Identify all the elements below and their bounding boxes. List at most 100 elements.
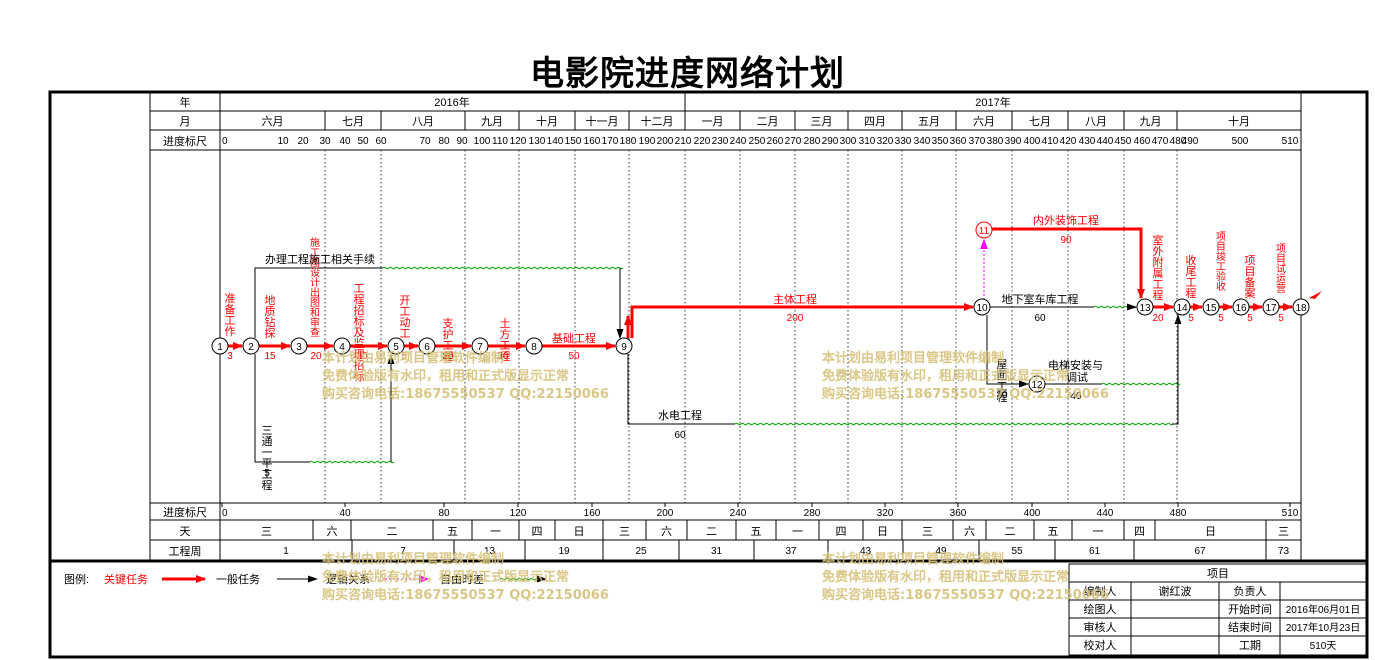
scale-tick-label: 120 [510, 136, 527, 147]
day-label: 四 [532, 526, 543, 538]
node-circle [471, 337, 489, 355]
scale-tick-label: 0 [222, 136, 228, 147]
month-label: 三月 [811, 116, 833, 128]
float-wave [734, 422, 1174, 426]
task-name: 土方工程 [500, 317, 511, 363]
scale-tick-label: 190 [639, 136, 656, 147]
scale-tick-label: 320 [877, 136, 894, 147]
month-label: 十二月 [641, 114, 674, 128]
node-number: 5 [393, 342, 399, 353]
float-wave [1093, 305, 1137, 309]
outer-frame [48, 90, 1369, 659]
scale-tick-label: 400 [1024, 508, 1041, 519]
node-number: 6 [424, 342, 430, 353]
task-name: 施工图设计出图和审查 [310, 236, 320, 339]
scale-tick-label: 260 [767, 136, 784, 147]
watermark: 本计划由易利项目管理软件编制免费体验版有水印，租用和正式版显示正常购买咨询电话:… [822, 351, 1109, 402]
scale-tick-label: 60 [375, 136, 387, 147]
scale-tick-label: 120 [510, 508, 527, 519]
month-label: 六月 [973, 115, 995, 128]
node-number: 7 [477, 342, 483, 353]
day-label: 二 [1005, 526, 1016, 538]
month-label: 七月 [1029, 115, 1051, 128]
task-duration: 60 [674, 430, 686, 441]
task-name: 基础工程 [552, 332, 596, 345]
task-name: 项目试运营 [1276, 243, 1286, 295]
day-label: 一 [792, 526, 803, 538]
day-label: 六 [964, 525, 975, 538]
scale-tick-label: 280 [804, 136, 821, 147]
scale-tick-label: 240 [730, 136, 747, 147]
task-duration: 15 [264, 351, 276, 362]
week-label: 1 [283, 546, 289, 557]
scale-tick-label: 430 [1079, 136, 1096, 147]
task-duration: 5 [1218, 313, 1224, 324]
node-circle [1202, 298, 1220, 316]
info-value: 谢红波 [1159, 584, 1192, 598]
scale-tick-label: 200 [657, 136, 674, 147]
scale-tick-label: 80 [438, 508, 450, 519]
info-key: 编制人 [1084, 584, 1117, 598]
legend-critical-label: 关键任务 [104, 572, 148, 586]
scale-tick-label: 340 [914, 136, 931, 147]
day-label: 日 [574, 526, 585, 538]
info-value: 2016年06月01日 [1286, 603, 1361, 616]
scale-tick-label: 290 [822, 136, 839, 147]
scale-tick-label: 360 [950, 136, 967, 147]
scale-tick-label: 420 [1060, 136, 1077, 147]
month-label: 一月 [702, 116, 724, 128]
task-duration: 20 [1152, 313, 1164, 324]
scale-tick-label: 390 [1005, 136, 1022, 147]
node-circle [1028, 375, 1046, 393]
task-name: 开工动工 [400, 295, 411, 340]
day-label: 六 [327, 525, 338, 538]
scale-tick-label: 480 [1170, 136, 1187, 147]
task-name: 项目竣工验收 [1216, 231, 1226, 293]
node-circle [1232, 298, 1250, 316]
week-label: 61 [1089, 546, 1101, 557]
row-label-scale: 进度标尺 [163, 134, 207, 148]
critical-arrow [630, 303, 974, 338]
task-name: 地下室车库工程 [1002, 292, 1079, 306]
year-2016: 2016年 [434, 95, 469, 109]
task-name: 准备工作 [225, 292, 236, 338]
month-label: 四月 [864, 116, 886, 128]
scale-tick-label: 310 [859, 136, 876, 147]
node-number: 2 [248, 342, 254, 353]
node-number: 13 [1139, 303, 1151, 314]
task-duration: 50 [568, 351, 580, 362]
float-wave [1101, 382, 1181, 386]
task-name: 地质钻探 [265, 294, 276, 340]
scale-tick-label: 450 [1115, 136, 1132, 147]
node-circle [418, 337, 436, 355]
scale-tick-label: 40 [339, 136, 351, 147]
task-name: 内外装饰工程 [1033, 213, 1099, 227]
scale-tick-label: 80 [438, 136, 450, 147]
day-label: 三 [261, 526, 272, 538]
scale-tick-label: 350 [932, 136, 949, 147]
scale-tick-label: 0 [222, 508, 228, 519]
node-number: 18 [1295, 303, 1307, 314]
info-table [1068, 563, 1368, 656]
row-label-scale: 进度标尺 [163, 505, 207, 519]
node-circle [1292, 298, 1310, 316]
node-circle [211, 337, 229, 355]
task-arrow [986, 315, 1029, 388]
week-label: 73 [1278, 546, 1290, 557]
node-circle [1136, 298, 1154, 316]
info-key: 结束时间 [1228, 621, 1272, 634]
month-label: 九月 [1140, 115, 1162, 128]
row-label-month: 月 [180, 116, 191, 128]
scale-tick-label: 20 [297, 136, 309, 147]
month-label: 十月 [1228, 114, 1250, 128]
scale-tick-label: 510 [1282, 136, 1299, 147]
day-label: 五 [1048, 526, 1059, 538]
week-label: 49 [935, 546, 947, 557]
month-label: 二月 [757, 116, 779, 128]
node-circle [387, 337, 405, 355]
task-duration: 5 [401, 351, 407, 362]
month-label: 六月 [262, 115, 284, 128]
scale-tick-label: 320 [877, 508, 894, 519]
month-label: 十一月 [586, 114, 619, 128]
